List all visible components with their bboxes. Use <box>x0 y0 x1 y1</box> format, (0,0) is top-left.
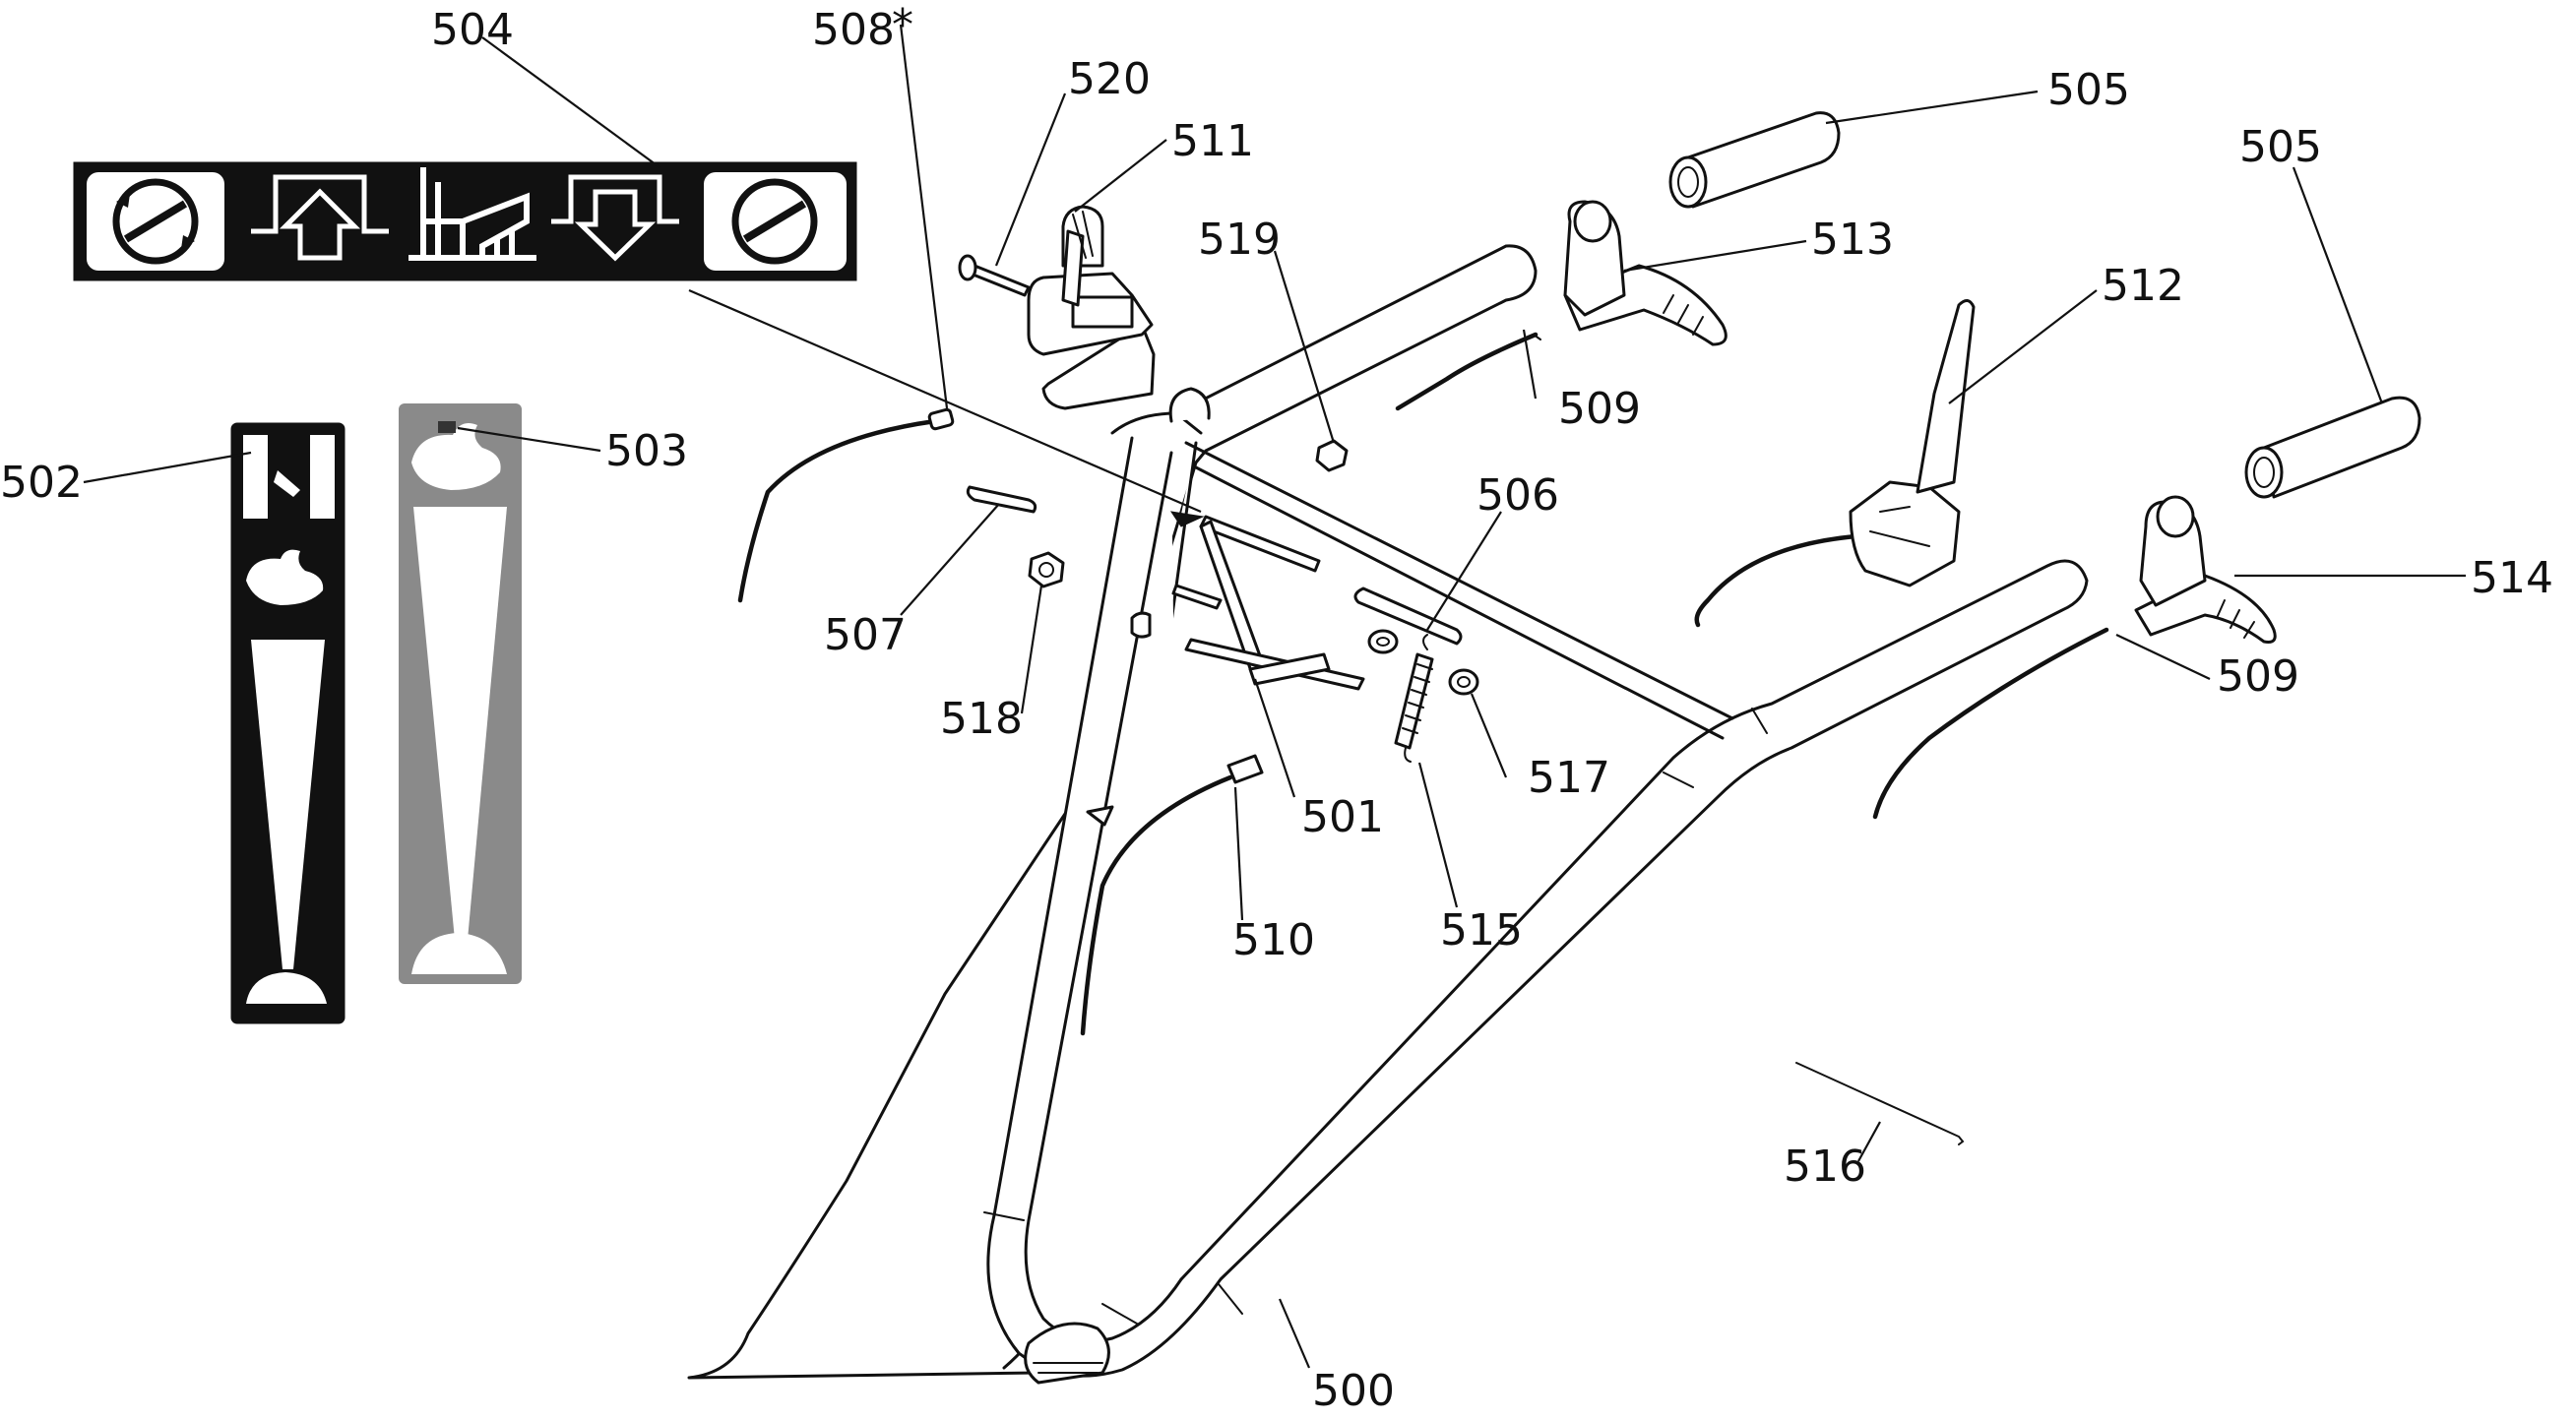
part-519-nut <box>1315 439 1349 472</box>
part-508-cable <box>737 407 955 603</box>
speed-wedge <box>251 640 325 969</box>
part-505-grip-top <box>1668 111 1841 209</box>
part-520-pin <box>958 254 1031 297</box>
stop-icon <box>704 172 847 271</box>
callout-514: 514 <box>2471 553 2553 603</box>
part-washer-a <box>1367 629 1399 654</box>
callout-508-mark: * <box>892 0 913 50</box>
lower-arrow-icon <box>551 174 679 262</box>
leader-lines <box>83 24 2466 1369</box>
neutral-icon <box>243 435 335 519</box>
callout-503: 503 <box>605 426 688 476</box>
speed-decal-black <box>230 422 346 1024</box>
callout-509-left: 509 <box>1558 384 1641 434</box>
callout-508: 508 <box>812 5 895 55</box>
part-512-lever <box>1694 299 1976 628</box>
part-506-rod <box>1353 587 1463 646</box>
control-panel-decal <box>73 161 857 281</box>
part-516-cable-tie <box>1795 1062 1965 1145</box>
callout-513: 513 <box>1811 215 1894 265</box>
callout-500: 500 <box>1312 1366 1395 1416</box>
part-514-lever <box>1872 495 2277 820</box>
raise-arrow-icon <box>251 174 389 261</box>
callout-512: 512 <box>2102 261 2184 311</box>
turtle-icon <box>411 933 507 974</box>
callout-520: 520 <box>1068 54 1151 104</box>
callout-519: 519 <box>1198 215 1281 265</box>
callout-510: 510 <box>1232 915 1315 965</box>
callout-507: 507 <box>824 610 907 660</box>
part-515-spring <box>1394 634 1434 763</box>
callout-518: 518 <box>940 694 1023 744</box>
callout-505-right: 505 <box>2239 122 2322 172</box>
speed-wedge <box>413 507 507 940</box>
callout-509-right: 509 <box>2217 651 2299 702</box>
part-501-linkage <box>1130 515 1365 691</box>
callout-504: 504 <box>431 5 514 55</box>
callout-517: 517 <box>1528 753 1610 803</box>
part-505-grip-right <box>2244 396 2421 499</box>
callout-515: 515 <box>1440 905 1523 956</box>
chute-icon <box>408 167 536 261</box>
rotate-icon <box>87 172 224 271</box>
callout-505-top: 505 <box>2047 65 2130 115</box>
part-511-shift-lever <box>1027 205 1156 410</box>
callout-506: 506 <box>1476 470 1559 521</box>
callout-501: 501 <box>1301 792 1384 842</box>
callout-511: 511 <box>1171 116 1254 166</box>
rabbit-icon <box>246 549 324 605</box>
turtle-icon <box>246 972 327 1004</box>
callout-502: 502 <box>0 458 83 508</box>
part-510-cable <box>1080 754 1264 1036</box>
part-513-lever <box>1395 200 1728 411</box>
part-517-washer <box>1448 668 1479 696</box>
callout-516: 516 <box>1784 1142 1866 1192</box>
rabbit-icon <box>411 421 501 490</box>
part-518-nut <box>1028 551 1065 588</box>
speed-decal-grey <box>399 403 522 984</box>
part-507-rod <box>966 485 1037 514</box>
